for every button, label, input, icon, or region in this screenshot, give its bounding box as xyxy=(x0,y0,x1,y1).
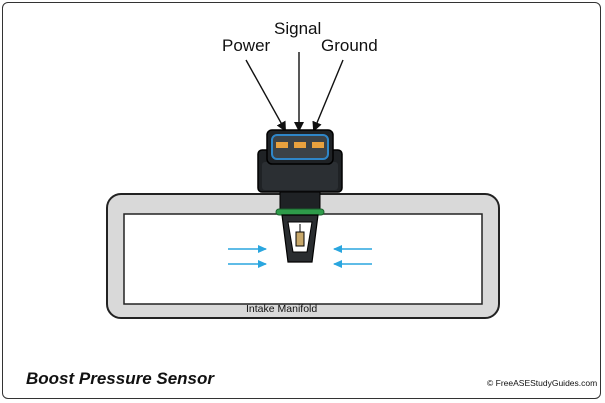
power-arrow xyxy=(245,59,286,132)
sensing-element xyxy=(295,231,305,247)
sensor-connector xyxy=(257,129,343,263)
signal-pin xyxy=(294,142,306,148)
signal-label: Signal xyxy=(274,19,322,38)
intake-manifold-label: Intake Manifold xyxy=(246,303,318,315)
seal-ring xyxy=(275,208,325,216)
power-pin xyxy=(276,142,288,148)
power-label: Power xyxy=(222,36,271,55)
ground-label: Ground xyxy=(321,36,378,55)
airflow-arrows xyxy=(228,245,372,268)
ground-arrow xyxy=(312,59,344,132)
diagram-caption: Boost Pressure Sensor xyxy=(26,369,215,388)
sensor-neck xyxy=(279,191,321,211)
ground-pin xyxy=(312,142,324,148)
pin-pointer-arrows xyxy=(245,52,344,132)
copyright-credit: © FreeASEStudyGuides.com xyxy=(487,378,598,388)
